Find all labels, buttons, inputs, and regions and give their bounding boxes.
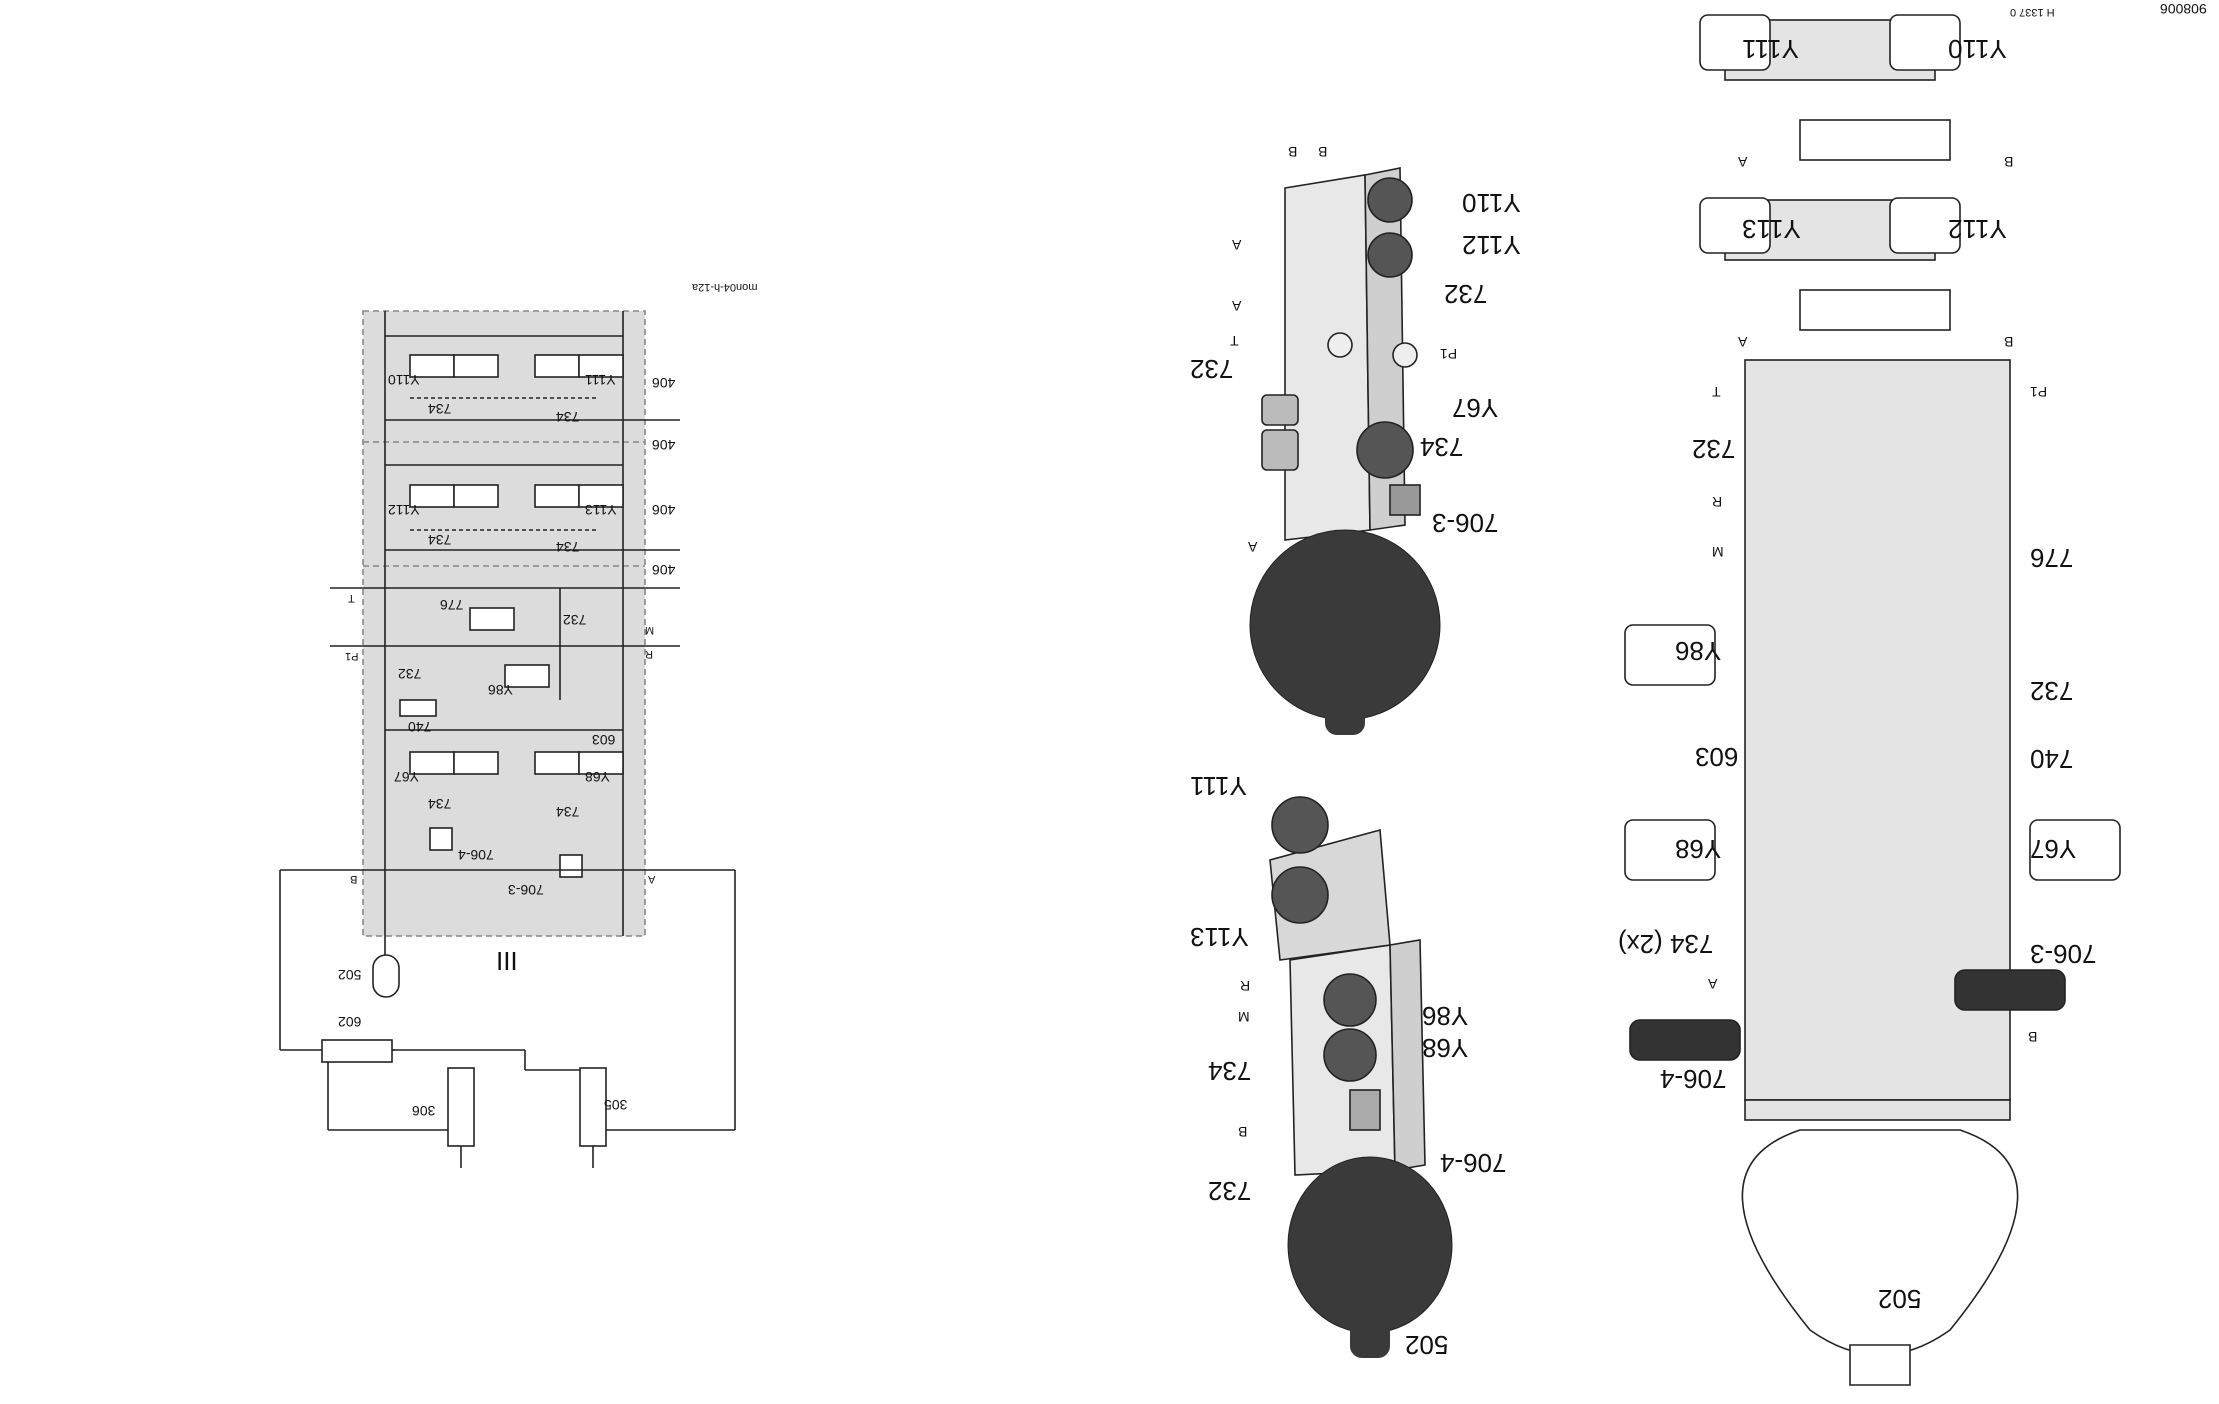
part-732-a: 732 — [563, 612, 587, 628]
valve-block-bottom — [1269, 796, 1426, 1176]
code-406-2: 406 — [652, 437, 676, 453]
top-t: T — [1230, 333, 1239, 349]
part-734-b: 734 — [556, 409, 580, 425]
part-734-d: 734 — [556, 539, 580, 555]
part-734-c: 734 — [428, 532, 452, 548]
sec-y112: Y112 — [1948, 214, 2007, 244]
part-502-schem: 502 — [338, 967, 362, 983]
bot-y113: Y113 — [1190, 922, 1249, 952]
top-732-b: 732 — [1190, 354, 1234, 384]
sec-732-a: 732 — [1692, 434, 1736, 464]
top-732-a: 732 — [1444, 279, 1488, 309]
part-306: 306 — [412, 1103, 436, 1119]
top-706-3: 706-3 — [1432, 508, 1499, 538]
doc-id: 908006 — [2160, 1, 2207, 17]
sec-r: R — [1712, 494, 1723, 510]
sec-603: 603 — [1695, 742, 1739, 772]
top-a-1: A — [1232, 237, 1242, 253]
bot-y86: Y86 — [1422, 1001, 1469, 1031]
hydraulic-schematic — [279, 310, 736, 1168]
bot-502: 502 — [1405, 1330, 1449, 1360]
top-a-2: A — [1232, 298, 1242, 314]
bot-m: M — [1238, 1009, 1250, 1025]
sec-502: 502 — [1878, 1284, 1922, 1314]
sec-732-b: 732 — [2030, 676, 2074, 706]
schematic-code: mon04-h-12a — [692, 281, 758, 293]
code-406-4: 406 — [652, 562, 676, 578]
top-y110: Y110 — [1462, 188, 1521, 218]
port-t-schem: T — [348, 592, 355, 604]
valve-y67: Y67 — [394, 769, 419, 785]
panel-label: III — [496, 946, 518, 976]
sec-b-2: B — [2004, 334, 2014, 350]
sec-776: 776 — [2030, 543, 2074, 573]
valve-block-top — [1261, 167, 1421, 541]
sec-a-low: A — [1708, 976, 1718, 992]
part-305: 305 — [604, 1097, 628, 1113]
sec-y86: Y86 — [1675, 636, 1722, 666]
sec-y113: Y113 — [1742, 214, 1801, 244]
top-b-2: B — [1318, 144, 1328, 160]
sec-y67: Y67 — [2030, 834, 2077, 864]
part-734-a: 734 — [428, 401, 452, 417]
sec-y110: Y110 — [1948, 34, 2007, 64]
top-y112: Y112 — [1462, 230, 1521, 260]
valve-y110: Y110 — [388, 372, 420, 388]
port-b-schem: B — [350, 873, 358, 885]
sec-b-low: B — [2028, 1029, 2038, 1045]
sec-t: T — [1712, 384, 1721, 400]
part-732-b: 732 — [398, 666, 422, 682]
port-m-schem: M — [645, 624, 655, 636]
accumulator-top — [1249, 529, 1441, 721]
valve-y112: Y112 — [388, 502, 420, 518]
port-p1-schem: P1 — [345, 650, 359, 662]
sec-p1: P1 — [2030, 384, 2048, 400]
port-a-schem: A — [648, 873, 656, 885]
bot-b: B — [1238, 1124, 1248, 1140]
sec-734-2x: 734 (2x) — [1618, 929, 1714, 959]
bot-y68: Y68 — [1422, 1033, 1469, 1063]
bot-y111: Y111 — [1190, 771, 1247, 801]
sec-b-top: B — [2004, 154, 2014, 170]
code-406-3: 406 — [652, 502, 676, 518]
port-r-schem: R — [645, 648, 653, 660]
sec-706-4: 706-4 — [1660, 1064, 1727, 1094]
sec-a-top: A — [1738, 154, 1748, 170]
bot-r: R — [1240, 978, 1251, 994]
sec-m: M — [1712, 544, 1724, 560]
sec-y111: Y111 — [1742, 34, 1799, 64]
accumulator-bottom — [1287, 1156, 1453, 1334]
part-740: 740 — [408, 719, 432, 735]
part-602: 602 — [338, 1014, 362, 1030]
section-view — [1624, 14, 2121, 1386]
sec-706-3: 706-3 — [2030, 939, 2097, 969]
part-603: 603 — [592, 732, 616, 748]
sec-y68: Y68 — [1675, 834, 1722, 864]
code-406-1: 406 — [652, 375, 676, 391]
part-734-e: 734 — [428, 796, 452, 812]
top-b-1: B — [1288, 144, 1298, 160]
part-776: 776 — [440, 597, 464, 613]
bot-734: 734 — [1208, 1056, 1252, 1086]
part-706-3: 706-3 — [508, 882, 544, 898]
sec-740: 740 — [2030, 744, 2074, 774]
doc-sub-id: H 1337 0 — [2010, 6, 2055, 18]
part-734-f: 734 — [556, 804, 580, 820]
valve-y113: Y113 — [585, 502, 617, 518]
sec-a-2: A — [1738, 334, 1748, 350]
top-734: 734 — [1420, 432, 1464, 462]
valve-y68: Y68 — [585, 769, 610, 785]
bot-732: 732 — [1208, 1176, 1252, 1206]
part-706-4: 706-4 — [458, 847, 494, 863]
top-y67: Y67 — [1452, 393, 1499, 423]
bot-706-4: 706-4 — [1440, 1148, 1507, 1178]
top-p1: P1 — [1440, 346, 1458, 362]
top-a-3: A — [1248, 539, 1258, 555]
valve-y111: Y111 — [585, 372, 616, 388]
valve-y86: Y86 — [488, 682, 513, 698]
